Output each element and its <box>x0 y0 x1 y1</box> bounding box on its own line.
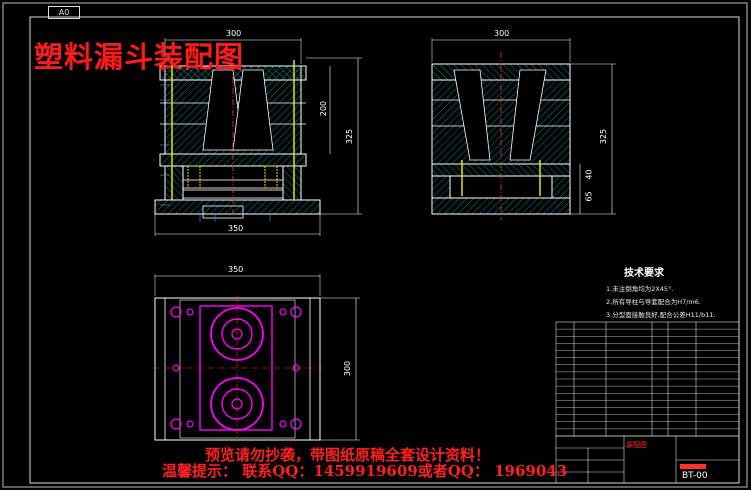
inner-frame <box>29 16 740 484</box>
technical-requirement-2: 2.所有导柱与导套配合为H7/m6. <box>606 298 701 306</box>
side-view <box>431 38 616 220</box>
watermark-line-1: 预览请勿抄袭，带图纸原稿全套设计资料！ <box>205 446 491 464</box>
dim-front-height-total: 325 <box>345 128 355 145</box>
dim-front-base-width: 350 <box>228 224 244 233</box>
title-block <box>555 435 740 484</box>
dim-front-height-inner: 200 <box>319 100 329 117</box>
sheet-size-tag: A0 <box>48 6 80 19</box>
dim-side-height-total: 325 <box>599 128 609 145</box>
front-view <box>154 38 362 236</box>
technical-requirement-3: 3.分型面接触良好,配合公差H11/b11. <box>606 311 716 319</box>
company-logo <box>680 464 706 469</box>
parts-list-rows <box>556 328 739 430</box>
dim-front-width: 300 <box>226 29 242 38</box>
technical-requirements-heading: 技术要求 <box>624 268 664 279</box>
plan-view <box>153 274 360 442</box>
dim-side-width: 300 <box>494 29 510 38</box>
watermark-line-2: 温馨提示： 联系QQ：1459919609或者QQ： 1969043 <box>162 462 568 480</box>
dim-side-gap-b: 65 <box>584 191 594 202</box>
dim-plan-width: 350 <box>228 265 244 274</box>
drawing-name-cell: 装配图 <box>626 441 647 449</box>
dim-plan-height: 300 <box>343 360 353 377</box>
technical-requirement-1: 1.未注倒角均为2X45°. <box>606 285 674 293</box>
drawing-number: BT-00 <box>682 471 708 481</box>
dim-side-gap-a: 40 <box>584 169 594 180</box>
drawing-title: 塑料漏斗装配图 <box>34 40 245 74</box>
